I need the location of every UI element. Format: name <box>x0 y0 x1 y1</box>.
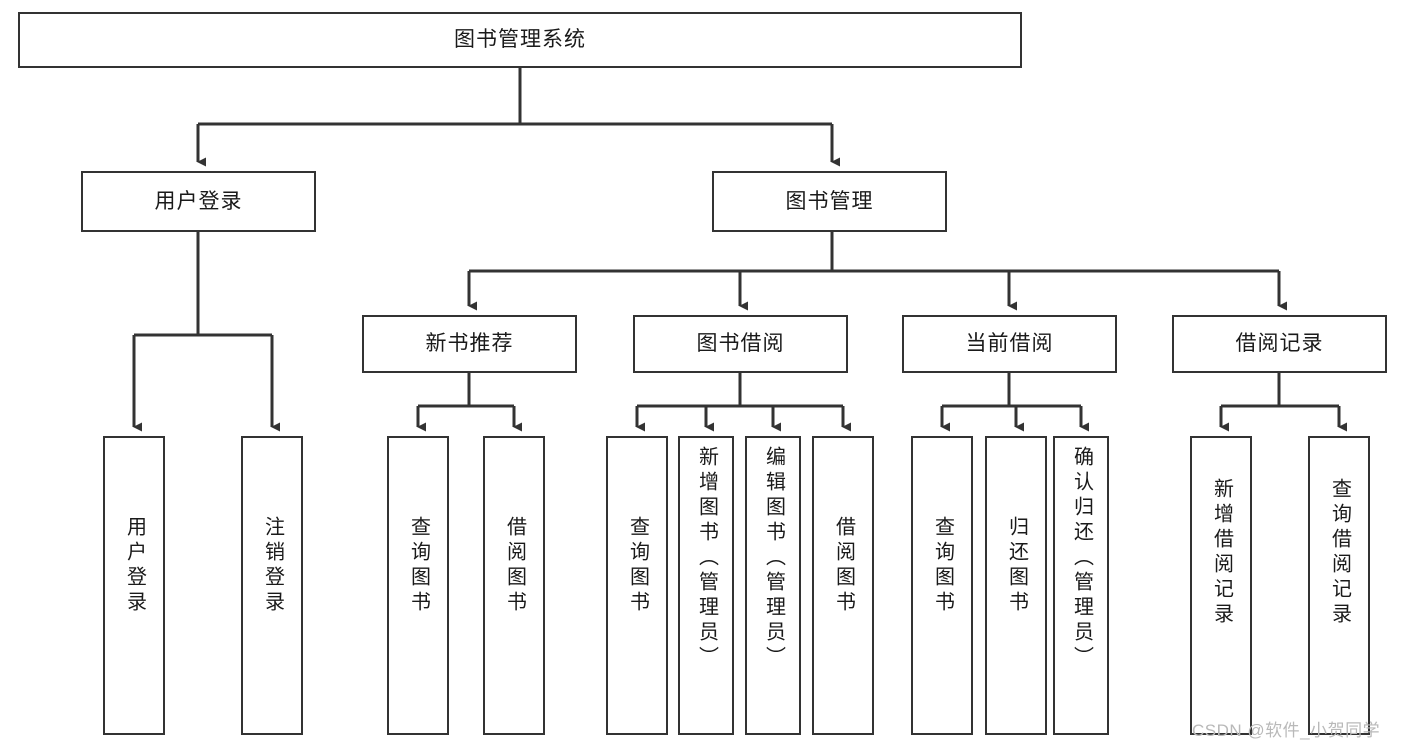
leaf-add-book-admin[interactable]: 新增图书（管理员） <box>678 436 734 735</box>
node-book-borrow[interactable]: 图书借阅 <box>633 315 848 373</box>
leaf-return-book[interactable]: 归还图书 <box>985 436 1047 735</box>
leaf-borrow-book-label: 借阅图书 <box>832 516 855 616</box>
leaf-borrow-book-recommend-label: 借阅图书 <box>503 516 526 616</box>
leaf-add-borrow-record-label: 新增借阅记录 <box>1210 478 1233 628</box>
node-root-label: 图书管理系统 <box>454 28 586 52</box>
node-new-book-recommend-label: 新书推荐 <box>425 332 514 356</box>
leaf-query-book-borrow[interactable]: 查询图书 <box>606 436 668 735</box>
leaf-user-login-label: 用户登录 <box>123 516 146 616</box>
node-current-borrow-label: 当前借阅 <box>965 332 1054 356</box>
node-book-borrow-label: 图书借阅 <box>696 332 785 356</box>
leaf-user-login[interactable]: 用户登录 <box>103 436 165 735</box>
csdn-watermark: CSDN @软件_小贺同学 <box>1192 721 1381 740</box>
leaf-query-borrow-record-label: 查询借阅记录 <box>1328 478 1351 628</box>
node-new-book-recommend[interactable]: 新书推荐 <box>362 315 577 373</box>
node-current-borrow[interactable]: 当前借阅 <box>902 315 1117 373</box>
leaf-add-book-admin-label: 新增图书（管理员） <box>695 446 718 671</box>
leaf-query-borrow-record[interactable]: 查询借阅记录 <box>1308 436 1370 735</box>
leaf-confirm-return-admin[interactable]: 确认归还（管理员） <box>1053 436 1109 735</box>
leaf-borrow-book-recommend[interactable]: 借阅图书 <box>483 436 545 735</box>
node-user-login[interactable]: 用户登录 <box>81 171 316 232</box>
node-book-manage[interactable]: 图书管理 <box>712 171 947 232</box>
leaf-edit-book-admin-label: 编辑图书（管理员） <box>762 446 785 671</box>
leaf-query-book-current[interactable]: 查询图书 <box>911 436 973 735</box>
leaf-query-book-borrow-label: 查询图书 <box>626 516 649 616</box>
leaf-add-borrow-record[interactable]: 新增借阅记录 <box>1190 436 1252 735</box>
leaf-query-book-recommend[interactable]: 查询图书 <box>387 436 449 735</box>
node-user-login-label: 用户登录 <box>154 189 243 213</box>
node-borrow-record-label: 借阅记录 <box>1235 332 1324 356</box>
leaf-return-book-label: 归还图书 <box>1005 516 1028 616</box>
leaf-user-logout-label: 注销登录 <box>261 516 284 616</box>
leaf-borrow-book[interactable]: 借阅图书 <box>812 436 874 735</box>
leaf-user-logout[interactable]: 注销登录 <box>241 436 303 735</box>
leaf-query-book-current-label: 查询图书 <box>931 516 954 616</box>
leaf-query-book-recommend-label: 查询图书 <box>407 516 430 616</box>
leaf-confirm-return-admin-label: 确认归还（管理员） <box>1070 446 1093 671</box>
leaf-edit-book-admin[interactable]: 编辑图书（管理员） <box>745 436 801 735</box>
node-borrow-record[interactable]: 借阅记录 <box>1172 315 1387 373</box>
node-root[interactable]: 图书管理系统 <box>18 12 1022 68</box>
node-book-manage-label: 图书管理 <box>785 189 874 213</box>
